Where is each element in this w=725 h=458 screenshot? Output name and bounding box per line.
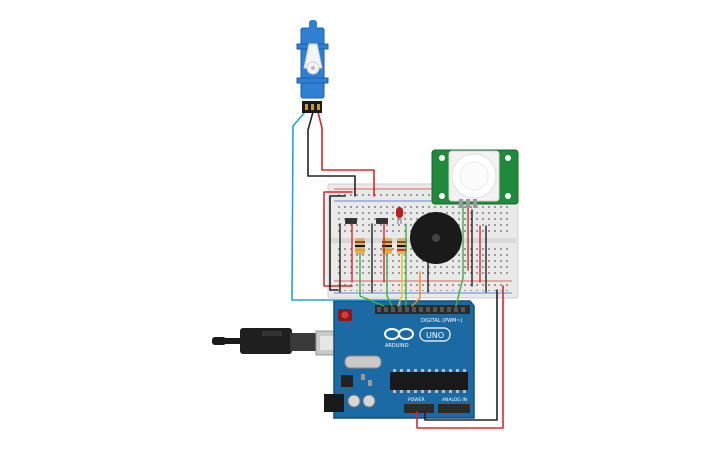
wire-servo-power	[317, 111, 375, 197]
power-header	[404, 404, 434, 413]
wire-servo-ground	[307, 111, 356, 197]
push-button-2[interactable]	[376, 218, 388, 224]
digital-header-label: DIGITAL (PWM~)	[421, 318, 463, 324]
arduino-logo-icon	[384, 328, 414, 340]
wires	[291, 111, 504, 429]
power-header-label: POWER	[408, 397, 425, 403]
servo-motor[interactable]	[296, 20, 329, 113]
pir-sensor[interactable]	[431, 149, 519, 208]
analog-header	[438, 404, 470, 413]
atmega-chip	[390, 372, 468, 390]
piezo-buzzer[interactable]	[410, 212, 462, 264]
model-label: UNO	[426, 331, 444, 340]
wire-gnd	[424, 289, 498, 421]
wire-5v	[416, 285, 504, 429]
arduino-uno[interactable]: DIGITAL (PWM~) ARDUINO UNO	[324, 300, 475, 419]
usb-cable[interactable]	[212, 328, 345, 356]
resistor-1[interactable]	[355, 238, 365, 254]
push-button-1[interactable]	[345, 218, 357, 224]
red-led[interactable]	[396, 207, 403, 224]
brand-label: ARDUINO	[385, 343, 409, 349]
dc-barrel-jack	[324, 394, 344, 412]
analog-header-label: ANALOG IN	[442, 397, 467, 403]
resistor-3[interactable]	[397, 238, 407, 254]
